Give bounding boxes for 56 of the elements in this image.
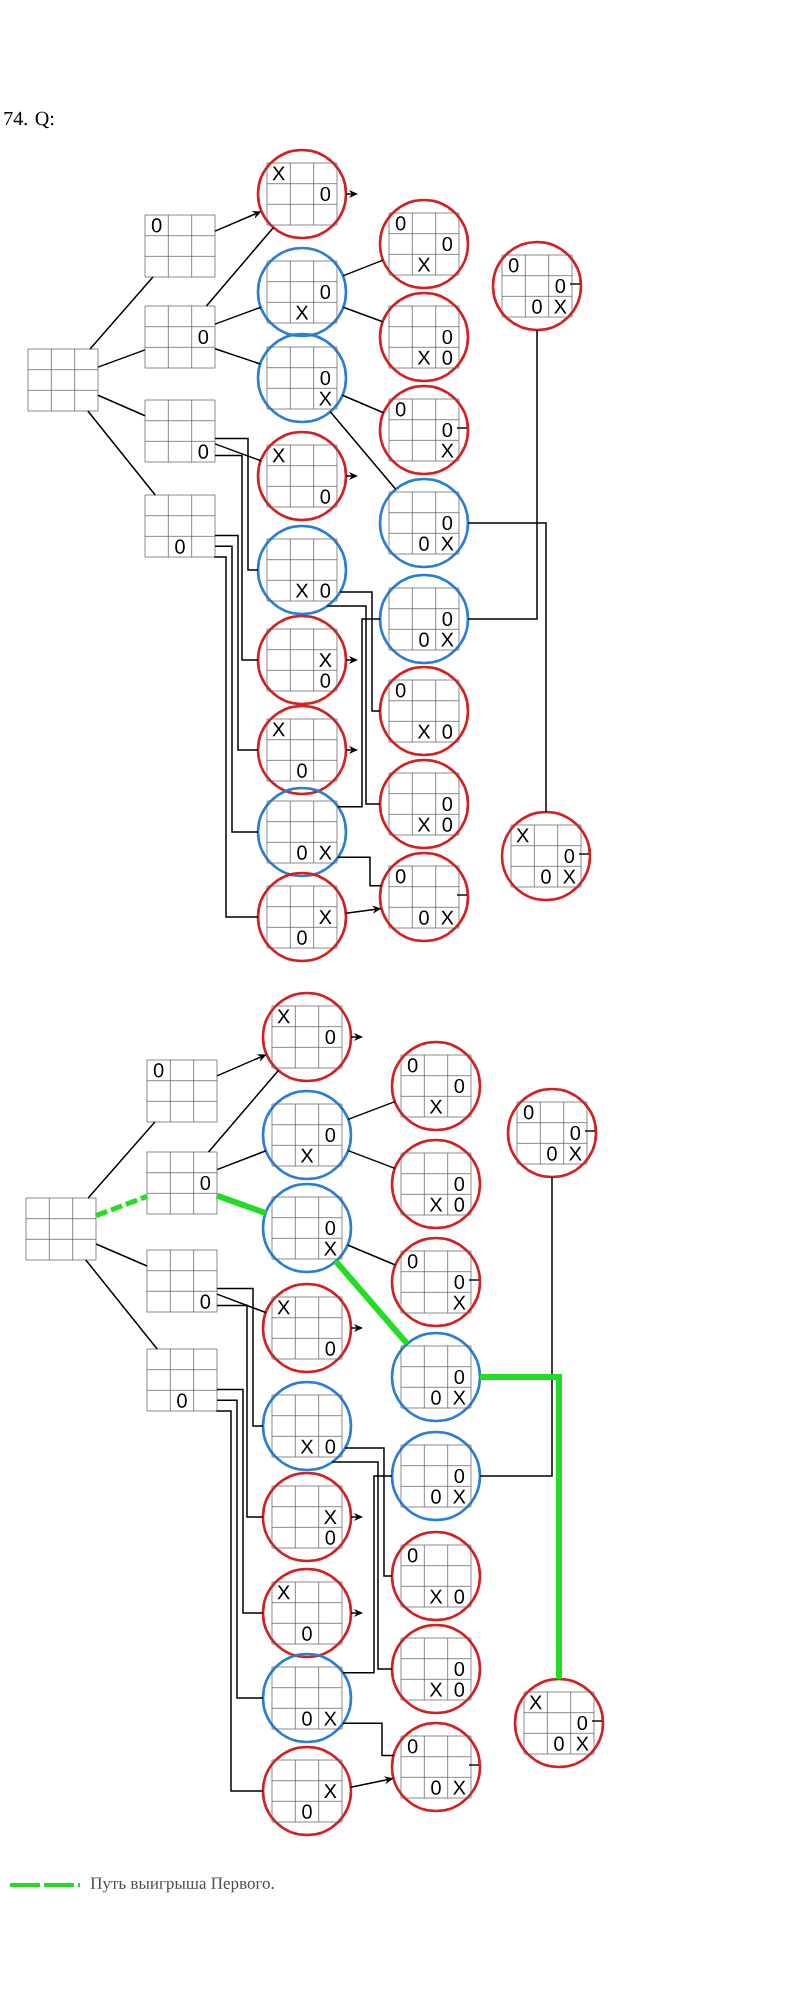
connector-line xyxy=(97,394,146,417)
connector-line xyxy=(214,437,259,571)
connector-line xyxy=(216,1192,267,1216)
connector-line xyxy=(347,1100,396,1121)
connector-line xyxy=(339,591,381,712)
legend-text: Путь выигрыша Первого. xyxy=(90,1877,274,1893)
connector-line xyxy=(95,1243,148,1267)
connector-line xyxy=(326,605,381,805)
connector-line xyxy=(216,1399,264,1699)
connector-line xyxy=(467,329,538,620)
connector-line xyxy=(342,1722,395,1757)
connector-line xyxy=(215,1410,264,1792)
connector-line xyxy=(95,1193,148,1219)
connector-line xyxy=(214,545,259,833)
connector-line xyxy=(216,1293,267,1314)
game-grid: 0 xyxy=(146,1059,218,1123)
heading: 74. Q: xyxy=(4,111,54,129)
connector-line xyxy=(342,306,384,323)
connector-line xyxy=(214,306,262,325)
connector-line xyxy=(213,556,259,918)
connector-line xyxy=(331,1461,393,1670)
connector-line xyxy=(97,349,146,368)
connector-line xyxy=(89,276,154,350)
connector-line xyxy=(214,454,259,661)
empty-grid xyxy=(27,348,99,412)
connector-line xyxy=(216,1150,267,1171)
connector-line xyxy=(467,522,547,813)
game-grid: 0 xyxy=(144,399,216,463)
game-grid: 0 xyxy=(146,1249,218,1313)
empty-grid xyxy=(25,1197,97,1261)
connector-line xyxy=(342,1475,393,1674)
connector-line xyxy=(216,1287,264,1427)
connector-line xyxy=(214,534,259,751)
connector-line xyxy=(216,1304,264,1518)
connector-line xyxy=(337,618,381,808)
connector-line xyxy=(216,1388,264,1614)
connector-line xyxy=(341,394,385,414)
connector-line xyxy=(87,1121,156,1199)
connector-line xyxy=(85,1259,158,1350)
connector-line xyxy=(346,1244,397,1266)
game-grid: 0 xyxy=(144,305,216,369)
game-grid: 0 xyxy=(146,1151,218,1215)
connector-line xyxy=(329,410,397,491)
connector-line xyxy=(207,1069,280,1153)
connector-line xyxy=(87,410,156,496)
connector-line xyxy=(214,348,262,365)
connector-line xyxy=(337,856,383,887)
connector-line xyxy=(214,443,262,462)
game-grid: 0 xyxy=(146,1348,218,1412)
game-grid: 0 xyxy=(144,214,216,278)
connector-line xyxy=(347,1149,396,1170)
connector-line xyxy=(205,226,275,307)
connector-line xyxy=(344,1447,393,1577)
game-grid: 0 xyxy=(144,494,216,558)
connector-line xyxy=(342,259,384,277)
connector-line xyxy=(479,1176,553,1477)
